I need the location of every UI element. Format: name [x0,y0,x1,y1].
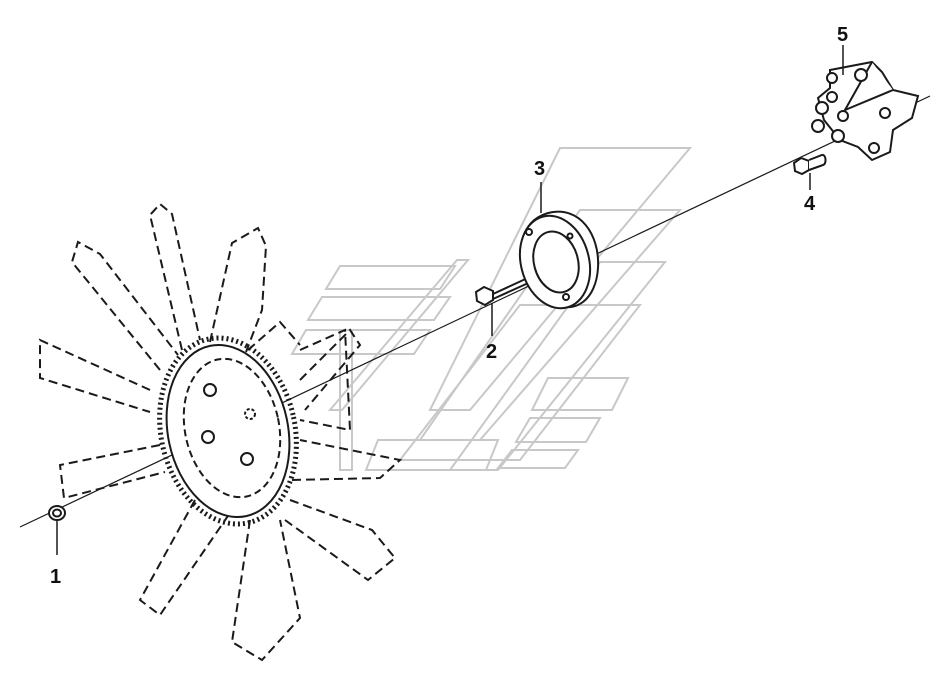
leader-lines [56,45,844,555]
callout-3: 3 [534,158,545,180]
part-5-flange [811,60,920,162]
callout-2: 2 [486,341,497,363]
callouts: 1 2 3 4 5 [50,24,848,588]
callout-4: 4 [804,193,816,215]
callout-1: 1 [50,566,61,588]
callout-5: 5 [837,24,848,46]
part-4-bolt [792,154,827,176]
watermark-logo [290,147,693,471]
part-1-nut [48,505,66,521]
assembly-axis [19,95,931,528]
fan-hub [157,335,299,527]
fan-hub-bolts [201,383,256,466]
part-3-spacer [518,210,600,310]
fan-blades [39,202,403,662]
